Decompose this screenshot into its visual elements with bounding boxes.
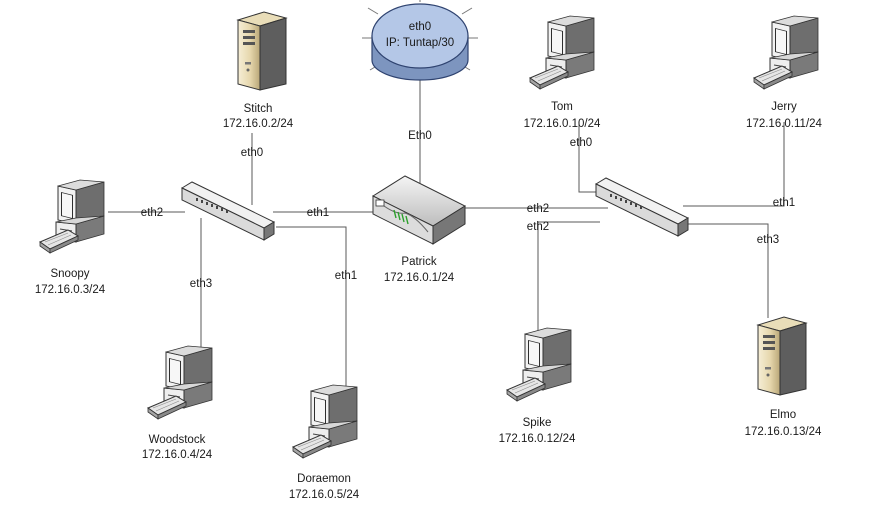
port-label-jerry-eth1: eth1 xyxy=(773,197,795,209)
port-label-snoopy-eth2: eth2 xyxy=(141,207,163,219)
port-label-spike-eth2: eth2 xyxy=(527,221,549,233)
computer-icon xyxy=(529,15,595,90)
elmo-ip: 172.16.0.13/24 xyxy=(745,426,822,438)
tom-node: Tom 172.16.0.10/24 xyxy=(524,15,601,130)
server-icon xyxy=(237,11,287,91)
computer-icon xyxy=(753,15,819,90)
woodstock-ip: 172.16.0.4/24 xyxy=(142,449,213,461)
port-labels: Eth0 eth0 eth2 eth1 eth3 eth1 eth2 eth0 … xyxy=(141,130,795,290)
woodstock-node: Woodstock 172.16.0.4/24 xyxy=(142,345,213,461)
router-node: eth0 IP: Tuntap/30 xyxy=(362,0,478,81)
jerry-name: Jerry xyxy=(771,101,797,113)
tom-name: Tom xyxy=(551,101,573,113)
connections xyxy=(108,80,785,388)
spike-name: Spike xyxy=(523,417,552,429)
tom-ip: 172.16.0.10/24 xyxy=(524,118,601,130)
port-label-elmo-eth3: eth3 xyxy=(757,234,779,246)
doraemon-ip: 172.16.0.5/24 xyxy=(289,489,360,501)
port-label-router-eth0: Eth0 xyxy=(408,130,432,142)
link-spike-right-switch xyxy=(537,221,600,340)
snoopy-ip: 172.16.0.3/24 xyxy=(35,284,106,296)
left-switch-icon xyxy=(181,181,275,241)
port-label-woodstock-eth3: eth3 xyxy=(190,278,212,290)
jerry-node: Jerry 172.16.0.11/24 xyxy=(746,15,823,130)
stitch-node: Stitch 172.16.0.2/24 xyxy=(223,11,294,130)
link-jerry-right-switch xyxy=(683,122,785,207)
snoopy-name: Snoopy xyxy=(50,268,89,280)
elmo-name: Elmo xyxy=(770,409,796,421)
router-label-line2: IP: Tuntap/30 xyxy=(386,37,454,49)
woodstock-name: Woodstock xyxy=(149,434,206,446)
spike-ip: 172.16.0.12/24 xyxy=(499,433,576,445)
computer-icon xyxy=(147,345,213,420)
link-left-switch-doraemon xyxy=(276,226,347,388)
jerry-ip: 172.16.0.11/24 xyxy=(746,118,822,130)
computer-icon xyxy=(292,384,358,459)
port-label-patrick-eth2: eth2 xyxy=(527,203,549,215)
spike-node: Spike 172.16.0.12/24 xyxy=(499,327,576,445)
gateway-icon xyxy=(371,175,467,245)
doraemon-node: Doraemon 172.16.0.5/24 xyxy=(289,384,360,501)
patrick-node: Patrick 172.16.0.1/24 xyxy=(371,175,467,284)
port-label-left-switch-eth1: eth1 xyxy=(307,207,329,219)
port-label-tom-eth0: eth0 xyxy=(570,137,592,149)
computer-icon xyxy=(39,179,105,254)
router-icon xyxy=(362,0,478,81)
patrick-name: Patrick xyxy=(401,256,436,268)
link-elmo-right-switch xyxy=(685,223,769,318)
patrick-ip: 172.16.0.1/24 xyxy=(384,272,455,284)
doraemon-name: Doraemon xyxy=(297,473,351,485)
port-label-stitch-eth0: eth0 xyxy=(241,147,263,159)
right-switch-icon xyxy=(595,177,689,237)
snoopy-node: Snoopy 172.16.0.3/24 xyxy=(35,179,106,296)
stitch-name: Stitch xyxy=(244,103,273,115)
computer-icon xyxy=(506,327,572,402)
elmo-node: Elmo 172.16.0.13/24 xyxy=(745,316,822,438)
port-label-doraemon-eth1: eth1 xyxy=(335,270,357,282)
router-label-line1: eth0 xyxy=(409,21,431,33)
server-icon xyxy=(757,316,807,396)
link-tom-right-switch xyxy=(578,122,600,193)
stitch-ip: 172.16.0.2/24 xyxy=(223,118,294,130)
